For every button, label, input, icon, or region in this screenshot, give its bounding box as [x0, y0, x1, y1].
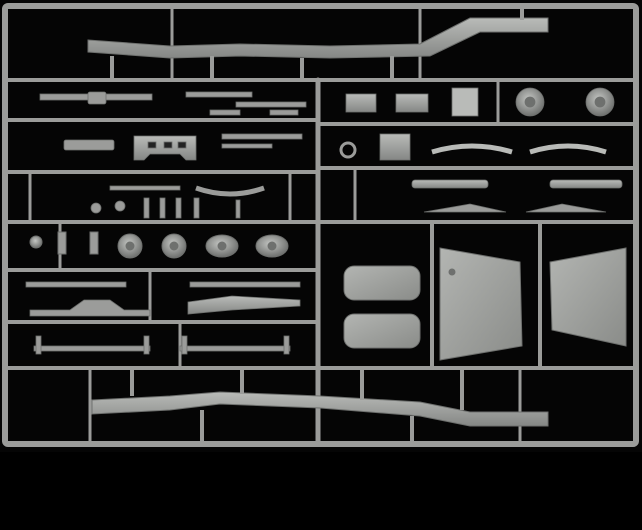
bottom-margin: [0, 452, 642, 530]
chassis-frame-rail-bottom: [91, 368, 549, 444]
brake-drums: [29, 231, 289, 259]
axle-beams: [25, 281, 301, 355]
bracket-pieces-row1: [39, 91, 307, 116]
fuel-tank-pieces: [345, 87, 615, 117]
exhaust-pipes: [411, 179, 623, 213]
leaf-springs: [339, 133, 607, 161]
chassis-frame-rail-top: [87, 6, 549, 80]
axle-assembly: [90, 185, 265, 219]
mudguard-panels: [343, 247, 627, 361]
bracket-pieces-row2: [63, 133, 303, 161]
